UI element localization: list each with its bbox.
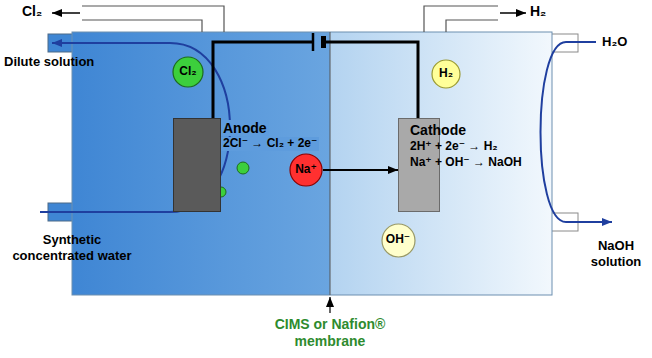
electrode-title: Cathode bbox=[410, 122, 466, 138]
stream-label: H₂O bbox=[602, 34, 627, 50]
circuit-wire bbox=[213, 42, 418, 118]
ion-flow-arrow bbox=[323, 169, 398, 171]
gas-label: Cl₂ bbox=[22, 3, 42, 20]
reaction-equation: 2Cl⁻ → Cl₂ + 2e⁻ bbox=[221, 137, 319, 151]
battery-symbol bbox=[312, 33, 315, 51]
flow-line bbox=[541, 42, 613, 222]
gas-label: H₂ bbox=[530, 3, 546, 20]
gas-arrow bbox=[500, 12, 526, 14]
membrane-line bbox=[330, 32, 331, 295]
battery-symbol bbox=[321, 36, 326, 48]
gas-pipe bbox=[82, 6, 224, 32]
ion-label: Cl₂ bbox=[179, 65, 196, 79]
cathode-electrode: Cathode 2H⁺ + 2e⁻ → H₂ Na⁺ + OH⁻ → NaOH bbox=[398, 118, 524, 212]
gas-bubble bbox=[237, 162, 249, 174]
gas-molecule: Cl₂ bbox=[172, 56, 204, 88]
circle-shape bbox=[382, 224, 415, 257]
stream-label: NaOH solution bbox=[586, 238, 646, 269]
ion-circle: Na⁺ bbox=[289, 153, 323, 187]
reaction-equation: Na⁺ + OH⁻ → NaOH bbox=[410, 156, 522, 170]
cathode-chamber bbox=[330, 32, 552, 295]
membrane-label: CIMS or Nafion® membrane bbox=[255, 316, 405, 350]
ion-label: H₂ bbox=[439, 67, 453, 81]
reaction-equation: 2H⁺ + 2e⁻ → H₂ bbox=[410, 140, 498, 154]
gas-pipe bbox=[424, 6, 498, 32]
circle-shape bbox=[173, 57, 203, 87]
gas-arrow bbox=[52, 12, 80, 14]
ion-label: Na⁺ bbox=[295, 163, 317, 177]
ion-circle: OH⁻ bbox=[381, 223, 416, 258]
stream-label: Dilute solution bbox=[4, 54, 94, 70]
ion-label: OH⁻ bbox=[386, 233, 410, 247]
electrode-title: Anode bbox=[221, 120, 269, 136]
cell-outline bbox=[72, 32, 552, 295]
electrode-plate bbox=[173, 118, 221, 212]
stream-label: Synthetic concentrated water bbox=[2, 232, 142, 263]
circle-shape bbox=[432, 60, 460, 88]
leader-arrow bbox=[329, 297, 330, 313]
gas-molecule: H₂ bbox=[431, 59, 461, 89]
circle-shape bbox=[290, 154, 322, 186]
